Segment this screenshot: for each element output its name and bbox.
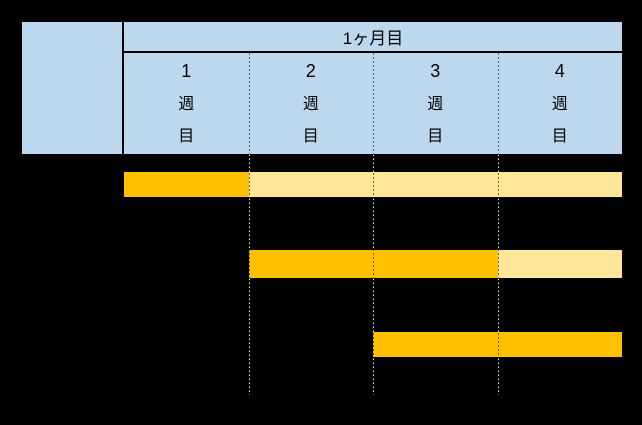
week-label-char: 週	[302, 96, 319, 113]
week-label-char: 週	[551, 96, 568, 113]
week-number: 3	[430, 61, 441, 81]
week-label-char: 目	[551, 128, 568, 145]
week-number: 4	[554, 61, 565, 81]
week-label-char: 目	[302, 128, 319, 145]
week-label-char: 目	[178, 128, 195, 145]
gantt-bar-segment	[248, 172, 622, 197]
month-header-cell: 1ヶ月目	[124, 22, 622, 53]
week-label-char: 目	[427, 128, 444, 145]
week-number: 1	[181, 61, 192, 81]
week-label-char: 週	[178, 96, 195, 113]
week-number: 2	[305, 61, 316, 81]
week-header-cell: 2 週 目	[249, 53, 374, 154]
gantt-bar-segment	[497, 250, 622, 278]
week-header-cell: 4 週 目	[498, 53, 623, 154]
gridline-dotted-overlay	[373, 53, 374, 395]
corner-cell	[22, 22, 124, 154]
week-header-cell: 1 週 目	[124, 53, 249, 154]
week-label-char: 週	[427, 96, 444, 113]
gantt-bar-segment	[124, 172, 249, 197]
gridline-dotted-overlay	[248, 53, 250, 395]
week-header-row: 1 週 目 2 週 目 3 週 目 4 週 目	[124, 53, 622, 154]
gridline-dotted-overlay	[497, 53, 499, 395]
week-header-cell: 3 週 目	[373, 53, 498, 154]
